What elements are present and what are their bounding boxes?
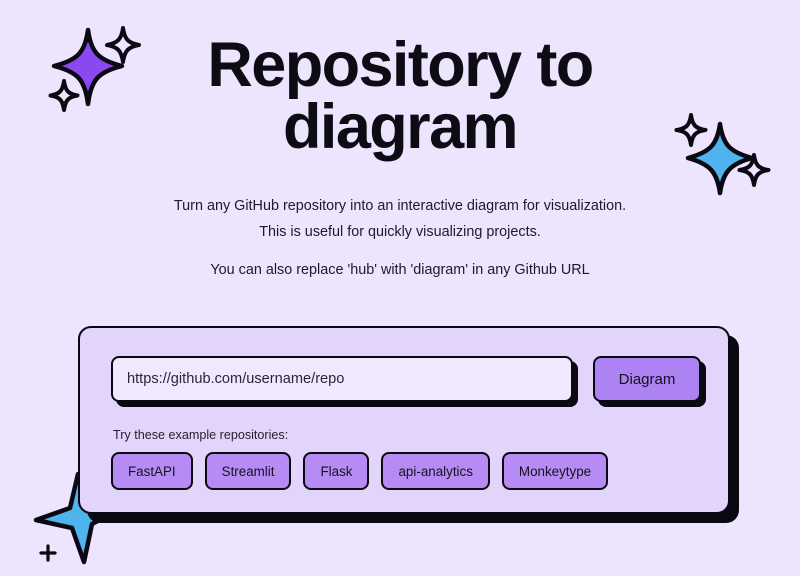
example-chip-fastapi[interactable]: FastAPI — [111, 452, 193, 490]
example-chip-streamlit[interactable]: Streamlit — [204, 452, 292, 490]
page-title: Repository to diagram — [0, 0, 800, 159]
input-row: Diagram — [111, 356, 701, 402]
subtitle-line-1: Turn any GitHub repository into an inter… — [173, 197, 627, 214]
examples-label: Try these example repositories: — [113, 428, 289, 442]
example-chip-monkeytype[interactable]: Monkeytype — [501, 452, 609, 490]
page-title-line-1: Repository to — [207, 30, 594, 100]
example-repo-chip-row: FastAPI Streamlit Flask api-analytics Mo… — [111, 452, 609, 490]
hero-section: Repository to diagram Turn any GitHub re… — [0, 0, 800, 284]
example-chip-api-analytics[interactable]: api-analytics — [381, 452, 490, 490]
repo-url-input[interactable] — [111, 356, 573, 402]
diagram-submit-button[interactable]: Diagram — [593, 356, 701, 402]
page-title-line-2: diagram — [283, 92, 518, 163]
example-chip-flask[interactable]: Flask — [303, 452, 370, 490]
page-subtitle: Turn any GitHub repository into an inter… — [0, 193, 800, 284]
subtitle-line-3: You can also replace 'hub' with 'diagram… — [210, 262, 590, 278]
repo-input-card: Diagram Try these example repositories: … — [78, 326, 730, 514]
subtitle-line-2: This is useful for quickly visualizing p… — [259, 224, 541, 241]
